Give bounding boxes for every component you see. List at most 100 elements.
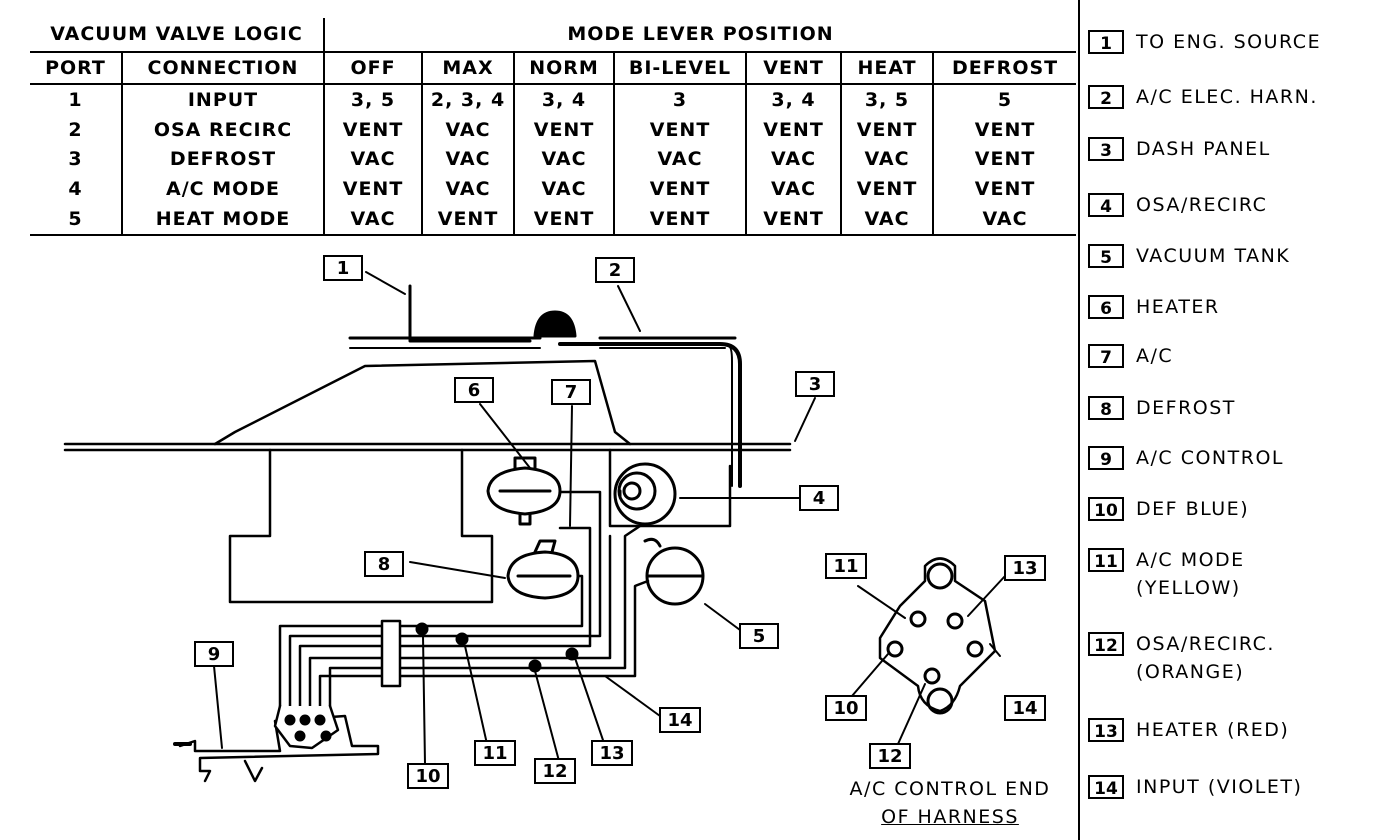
- mode-value-cell: VAC: [840, 144, 934, 175]
- mode-value-cell: 3, 5: [840, 83, 934, 115]
- callout-11: 11: [825, 553, 867, 579]
- callout-box: [591, 740, 633, 766]
- callout-number: 4: [813, 488, 826, 509]
- mode-value-cell: VENT: [513, 114, 615, 145]
- callout-box: [869, 743, 911, 769]
- body-upper: [213, 359, 632, 446]
- mode-max: MAX: [421, 51, 515, 85]
- mode-value-cell: VENT: [613, 204, 747, 236]
- callout-13: 13: [1004, 555, 1046, 581]
- legend-number: 6: [1088, 295, 1124, 319]
- callout-number: 5: [753, 626, 766, 647]
- callout-box: [194, 641, 234, 667]
- callout-box: [454, 377, 494, 403]
- connection-cell: OSA RECIRC: [120, 114, 325, 145]
- callout-box: [364, 551, 404, 577]
- legend-label: INPUT (VIOLET): [1136, 776, 1303, 798]
- legend-number: 3: [1088, 137, 1124, 161]
- mode-value-cell: VAC: [745, 144, 842, 175]
- ac-control-housing: [178, 714, 380, 783]
- legend-label: DEF BLUE): [1136, 498, 1250, 520]
- legend-label: A/C CONTROL: [1136, 447, 1284, 469]
- port-cell: 4: [68, 178, 83, 201]
- heater-actuator: [486, 456, 562, 526]
- mode-value-cell: VAC: [513, 144, 615, 175]
- vacuum-tank: [643, 537, 705, 606]
- callout-box: [551, 379, 591, 405]
- callout-number: 7: [565, 382, 578, 403]
- callout-number: 2: [609, 260, 622, 281]
- callout-box: [474, 740, 516, 766]
- legend-item: 6 HEATER: [1088, 295, 1220, 321]
- callout-6: 6: [454, 377, 494, 403]
- legend-divider: [1078, 0, 1080, 840]
- connection-cell: HEAT MODE: [120, 204, 325, 236]
- legend-label: HEATER (RED): [1136, 719, 1290, 741]
- callout-number: 13: [1012, 558, 1037, 579]
- legend-label: DEFROST: [1136, 397, 1236, 419]
- mode-value-cell: VENT: [840, 114, 934, 145]
- mode-norm: NORM: [513, 51, 615, 85]
- mode-value-cell: VAC: [840, 204, 934, 236]
- legend-number: 13: [1088, 718, 1124, 742]
- legend-label: A/C MODE (YELLOW): [1136, 549, 1245, 599]
- callout-11: 11: [474, 740, 516, 766]
- mode-value-cell: VAC: [421, 174, 515, 205]
- mode-value-cell: VAC: [421, 144, 515, 175]
- legend-item: 3 DASH PANEL: [1088, 137, 1271, 163]
- mode-value-cell: 5: [932, 83, 1077, 115]
- callout-14: 14: [1004, 695, 1046, 721]
- callout-number: 11: [833, 556, 858, 577]
- mode-value-cell: VENT: [932, 114, 1077, 145]
- port-cell: 1: [68, 88, 83, 111]
- mode-value-cell: VENT: [613, 174, 747, 205]
- legend-number: 1: [1088, 30, 1124, 54]
- legend-label: A/C: [1136, 345, 1174, 367]
- mode-value-cell: VAC: [613, 144, 747, 175]
- connection-cell: A/C MODE: [120, 174, 325, 205]
- legend-label: DASH PANEL: [1136, 138, 1271, 160]
- callout-box: [1004, 695, 1046, 721]
- mode-value-cell: VENT: [932, 174, 1077, 205]
- callout-box: [534, 758, 576, 784]
- callout-number: 6: [468, 380, 481, 401]
- mode-value-cell: VAC: [932, 204, 1077, 236]
- callout-number: 14: [667, 710, 692, 731]
- callout-box: [825, 553, 867, 579]
- mode-bi-level: BI-LEVEL: [613, 51, 747, 85]
- callout-box: [323, 255, 363, 281]
- callout-9: 9: [194, 641, 234, 667]
- callout-box: [407, 763, 449, 789]
- legend-number: 5: [1088, 244, 1124, 268]
- callout-10: 10: [825, 695, 867, 721]
- legend-label: OSA/RECIRC. (ORANGE): [1136, 633, 1275, 683]
- dome-shape: [533, 310, 577, 338]
- housing: [228, 448, 494, 604]
- harness-line: [558, 342, 742, 488]
- mode-value-cell: VAC: [323, 144, 423, 175]
- callout-7: 7: [551, 379, 591, 405]
- callout-1: 1: [323, 255, 363, 281]
- connection-cell: DEFROST: [120, 144, 325, 175]
- mode-value-cell: VENT: [840, 174, 934, 205]
- mode-heat: HEAT: [840, 51, 934, 85]
- mode-value-cell: 3, 4: [513, 83, 615, 115]
- callout-12: 12: [534, 758, 576, 784]
- mode-value-cell: VAC: [513, 174, 615, 205]
- legend-number: 4: [1088, 193, 1124, 217]
- mode-value-cell: VAC: [421, 114, 515, 145]
- callout-number: 8: [378, 554, 391, 575]
- callout-5: 5: [739, 623, 779, 649]
- legend-label: HEATER: [1136, 296, 1220, 318]
- mode-value-cell: VENT: [513, 204, 615, 236]
- callout-10: 10: [407, 763, 449, 789]
- callout-box: [659, 707, 701, 733]
- mode-value-cell: VAC: [323, 204, 423, 236]
